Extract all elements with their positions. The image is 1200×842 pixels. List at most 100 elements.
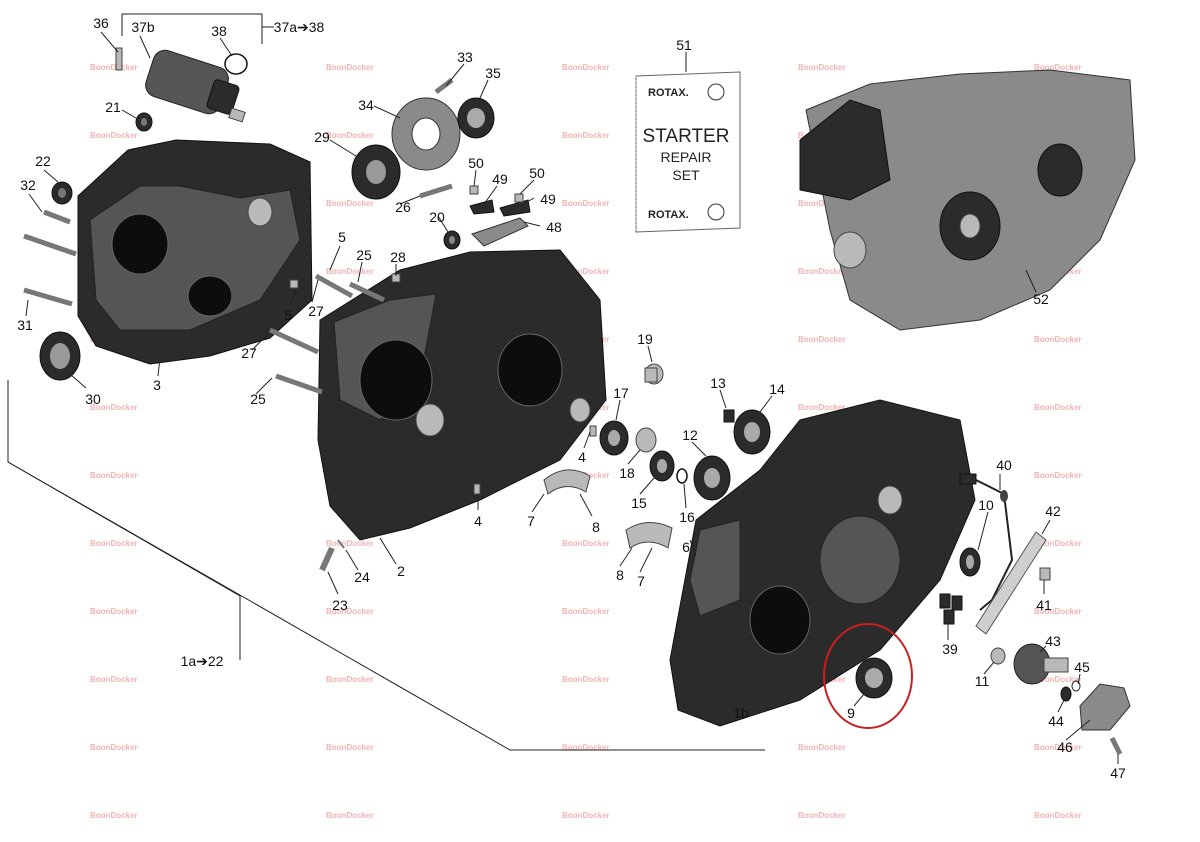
watermark-text: BoonDocker	[90, 539, 138, 548]
callout-c47: 47	[1110, 765, 1126, 781]
callout-c16: 16	[679, 509, 695, 525]
callout-c40: 40	[996, 457, 1012, 473]
seal-20	[443, 230, 461, 250]
callout-c9: 9	[847, 705, 855, 721]
bearing-17	[599, 420, 629, 456]
bearing-15	[649, 450, 675, 482]
bolt-26	[419, 183, 453, 199]
callout-c45: 45	[1074, 659, 1090, 675]
callout-c44: 44	[1048, 713, 1064, 729]
callout-c14: 14	[769, 381, 785, 397]
callout-c39: 39	[942, 641, 958, 657]
ring-16	[676, 468, 688, 484]
bolt-13	[723, 409, 735, 423]
card-line2: REPAIR	[660, 149, 711, 165]
watermark-text: BoonDocker	[326, 131, 374, 140]
watermark-text: BoonDocker	[562, 539, 610, 548]
cover-plate-34	[391, 97, 461, 171]
crankcase-half-left	[77, 139, 313, 365]
watermark-text: BoonDocker	[326, 199, 374, 208]
callout-c30: 30	[85, 391, 101, 407]
watermark-text: BoonDocker	[798, 199, 846, 208]
callout-c29: 29	[314, 129, 330, 145]
callout-c22: 22	[35, 153, 51, 169]
callout-c25b: 25	[250, 391, 266, 407]
callout-c10: 10	[978, 497, 994, 513]
callout-c46: 46	[1057, 739, 1073, 755]
callout-c18: 18	[619, 465, 635, 481]
card-brand-bottom: ROTAX.	[648, 209, 689, 221]
callout-c43: 43	[1045, 633, 1061, 649]
watermark-text: BoonDocker	[798, 335, 846, 344]
callout-c17: 17	[613, 385, 629, 401]
watermark-text: BoonDocker	[1034, 471, 1082, 480]
bearing-30	[39, 331, 81, 381]
callout-c19: 19	[637, 331, 653, 347]
callout-c50a: 50	[468, 155, 484, 171]
callout-c8b: 8	[616, 567, 624, 583]
watermark-text: BoonDocker	[1034, 63, 1082, 72]
callout-c4b: 4	[474, 513, 482, 529]
callout-c36: 36	[93, 15, 109, 31]
callout-c12: 12	[682, 427, 698, 443]
watermark-text: BoonDocker	[326, 539, 374, 548]
watermark-text: BoonDocker	[90, 131, 138, 140]
callout-c35: 35	[485, 65, 501, 81]
watermark-text: BoonDocker	[562, 63, 610, 72]
watermark-text: BoonDocker	[326, 743, 374, 752]
watermark-text: BoonDocker	[326, 63, 374, 72]
crankcase-half-center	[317, 249, 607, 541]
assembled-engine	[799, 69, 1136, 331]
watermark-text: BoonDocker	[90, 743, 138, 752]
seal-21	[135, 112, 153, 132]
callout-c27a: 27	[308, 303, 324, 319]
callout-c27b: 27	[241, 345, 257, 361]
watermark-text: BoonDocker	[1034, 403, 1082, 412]
callout-c32: 32	[20, 177, 36, 193]
watermark-text: BoonDocker	[326, 267, 374, 276]
watermark-text: BoonDocker	[1034, 539, 1082, 548]
gear-43	[1013, 643, 1069, 685]
callout-c24: 24	[354, 569, 370, 585]
callout-c50b: 50	[529, 165, 545, 181]
gasket-42	[975, 531, 1047, 635]
callout-c21: 21	[105, 99, 121, 115]
watermark-text: BoonDocker	[798, 267, 846, 276]
bushing-19	[644, 363, 664, 385]
callout-c33: 33	[457, 49, 473, 65]
watermark-text: BoonDocker	[326, 607, 374, 616]
callout-c11: 11	[975, 673, 990, 689]
watermark-text: BoonDocker	[798, 743, 846, 752]
kit-frame-37	[121, 13, 274, 44]
callout-c1b: 1b	[733, 705, 749, 721]
callout-c48: 48	[546, 219, 562, 235]
callout-c7b: 7	[637, 573, 645, 589]
bushing-11	[990, 647, 1006, 665]
watermark-text: BoonDocker	[562, 811, 610, 820]
watermark-text: BoonDocker	[90, 403, 138, 412]
bearing-12	[693, 455, 731, 501]
callout-c38: 38	[211, 23, 227, 39]
watermark-text: BoonDocker	[1034, 335, 1082, 344]
watermark-text: BoonDocker	[562, 607, 610, 616]
watermark-text: BoonDocker	[326, 811, 374, 820]
callout-c20: 20	[429, 209, 445, 225]
starter-motor	[115, 47, 246, 123]
callout-c2: 2	[397, 563, 405, 579]
cover-46	[1079, 683, 1131, 731]
callout-c25a: 25	[356, 247, 372, 263]
watermark-text: BoonDocker	[1034, 607, 1082, 616]
seal-22	[51, 181, 73, 205]
watermark-text: BoonDocker	[1034, 743, 1082, 752]
bearing-14	[733, 409, 771, 455]
watermark-text: BoonDocker	[798, 63, 846, 72]
main-bearing-shells-7-8	[543, 469, 673, 549]
starter-o-ring	[224, 53, 248, 75]
watermark-text: BoonDocker	[326, 675, 374, 684]
callout-c37a38: 37a➔38	[274, 19, 325, 35]
sensor-40	[959, 473, 1014, 611]
card-line3: SET	[672, 167, 700, 183]
watermark-text: BoonDocker	[562, 199, 610, 208]
